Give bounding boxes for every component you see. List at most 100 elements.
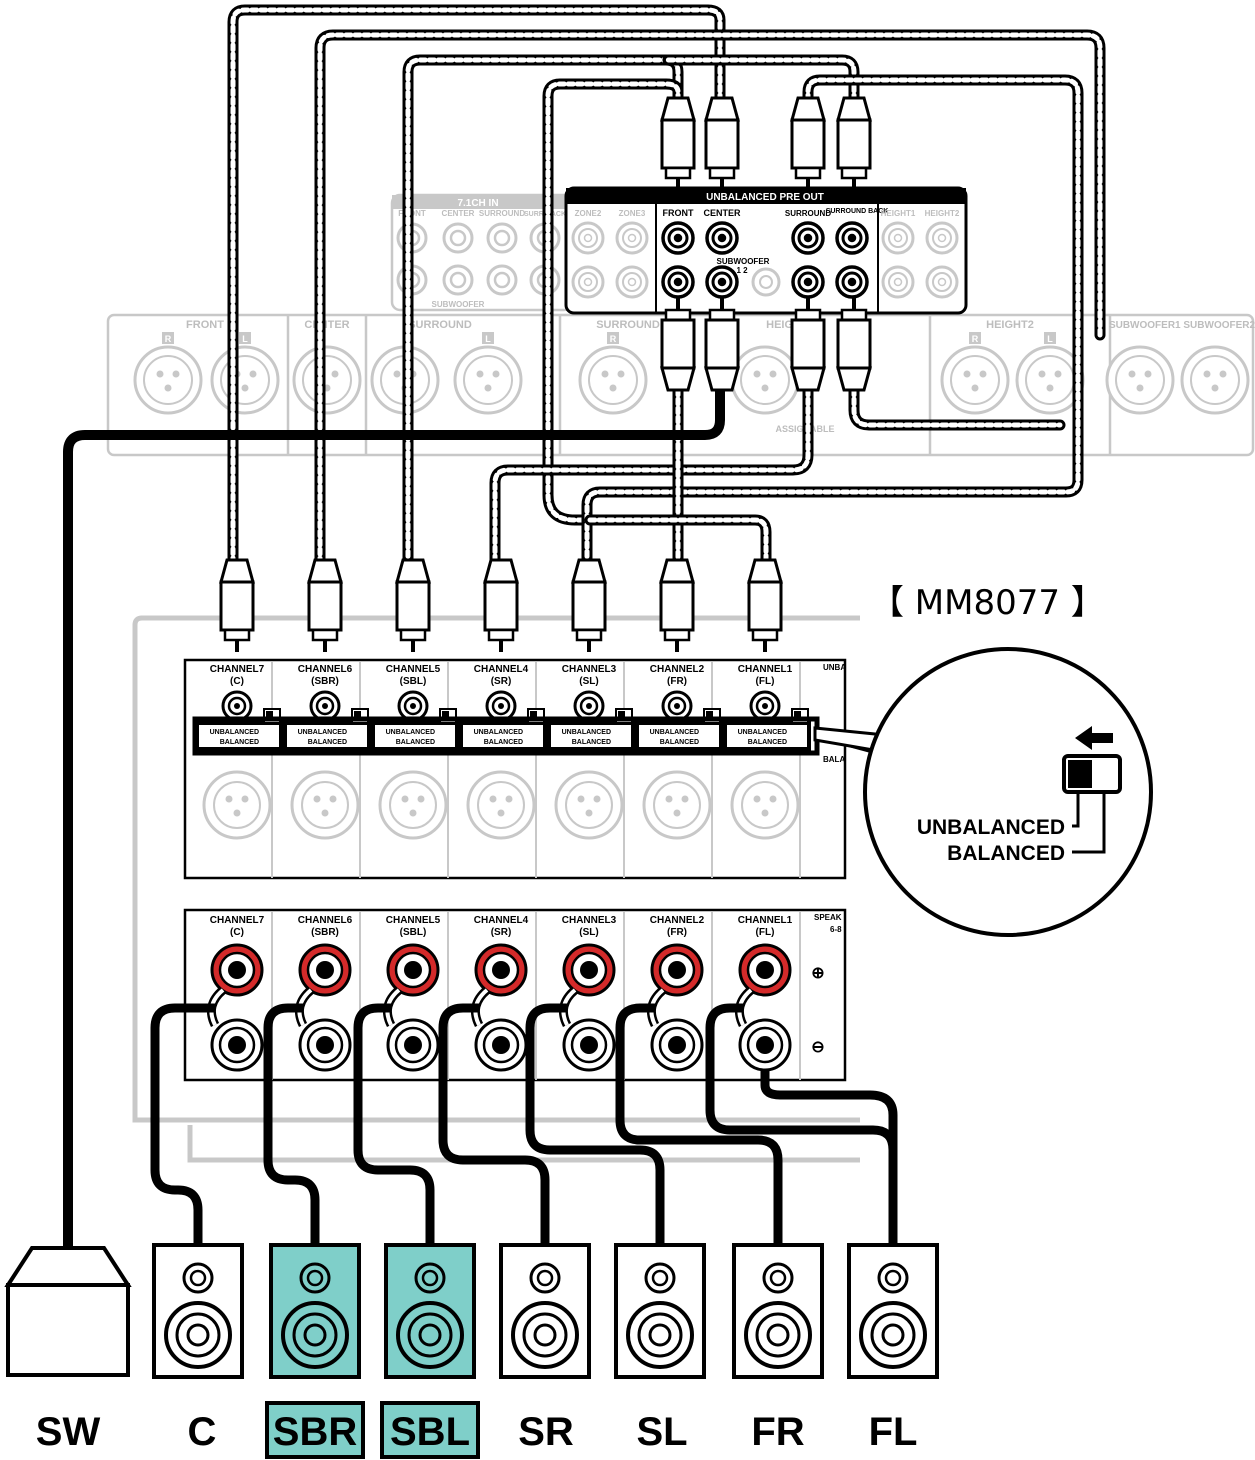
xlr-jack: [292, 345, 362, 415]
preout-header: UNBALANCED PRE OUT: [706, 192, 824, 203]
switch-balanced-label: BALANCED: [396, 739, 435, 746]
switch-unbalanced-label: UNBALANCED: [562, 729, 611, 736]
speaker-wire: [760, 1070, 898, 1245]
switch-balanced-label: BALANCED: [220, 739, 259, 746]
xlr-jack: [210, 345, 280, 415]
xlr-label: CENTER: [304, 319, 349, 331]
rca-jack: [661, 221, 695, 255]
positive-terminal: [298, 943, 352, 997]
terminal-channel-name: CHANNEL2: [650, 915, 705, 926]
negative-terminal: [210, 1018, 264, 1072]
speaker-wire: [525, 1003, 665, 1245]
speakers: [152, 1243, 939, 1379]
xlr-input-jack: [290, 770, 360, 840]
rca-plug: [219, 558, 255, 652]
speaker-terminal-pair: CHANNEL1(FL): [734, 915, 793, 1072]
faint-71ch-in-label: 7.1CH IN: [457, 198, 498, 209]
rca-jack: [705, 221, 739, 255]
speaker-label-group: SBR: [265, 1401, 365, 1459]
speaker-terminal-pair: CHANNEL4(SR): [470, 915, 529, 1072]
speaker-label: SBR: [273, 1410, 358, 1454]
xlr-label: SURROUND: [596, 319, 660, 331]
channel-name: CHANNEL4: [474, 664, 529, 675]
negative-terminal: [562, 1018, 616, 1072]
switch-balanced-label: BALANCED: [308, 739, 347, 746]
in71-sub-label: SUBWOOFER: [432, 300, 485, 309]
subwoofer: [4, 1246, 132, 1377]
amp-edge-mid: BALA: [823, 755, 845, 764]
speaker-box: [614, 1243, 706, 1379]
amp-speaker-terminals: CHANNEL7(C)CHANNEL6(SBR)CHANNEL5(SBL)CHA…: [206, 915, 793, 1072]
rl-marker: L: [482, 332, 494, 344]
rca-cable: [314, 29, 1106, 566]
preout-label: HEIGHT2: [925, 209, 960, 218]
speaker-label: SL: [636, 1410, 687, 1454]
channel-name: CHANNEL6: [298, 664, 353, 675]
switch-balanced-label: BALANCED: [484, 739, 523, 746]
xlr-label: SURROUND: [408, 319, 472, 331]
rca-plug: [790, 298, 826, 392]
channel-sub: (SBL): [400, 676, 427, 687]
xlr-input-jack: [202, 770, 272, 840]
speaker-edge-2: 6-8: [830, 925, 842, 934]
rca-jack: [835, 221, 869, 255]
terminal-channel-name: CHANNEL5: [386, 915, 441, 926]
balance-switch[interactable]: UNBALANCED BALANCED: [547, 708, 635, 751]
plus-symbol: ⊕: [811, 965, 824, 982]
negative-terminal: [738, 1018, 792, 1072]
rca-jack: [791, 221, 825, 255]
rl-marker: L: [1044, 332, 1056, 344]
channel-name: CHANNEL3: [562, 664, 617, 675]
terminal-channel-sub: (SR): [491, 927, 512, 938]
switch-balanced-label: BALANCED: [572, 739, 611, 746]
speaker-label-group: SW: [36, 1410, 101, 1454]
speaker-terminal-pair: CHANNEL6(SBR): [294, 915, 353, 1072]
rl-marker-label: R: [610, 334, 617, 344]
terminal-channel-sub: (SL): [579, 927, 598, 938]
speaker-box: [732, 1243, 824, 1379]
channel-sub: (SR): [491, 676, 512, 687]
balance-switch[interactable]: UNBALANCED BALANCED: [371, 708, 459, 751]
rca-cable: [581, 74, 1084, 566]
xlr-jack: [730, 345, 800, 415]
speaker-label: FR: [751, 1410, 804, 1454]
rca-cable: [227, 4, 726, 566]
rca-jack: [791, 265, 825, 299]
xlr-input-jack: [466, 770, 536, 840]
faint-rca-jack: [486, 264, 518, 296]
speaker-terminal-pair: CHANNEL5(SBL): [382, 915, 441, 1072]
switch-unbalanced-label: UNBALANCED: [386, 729, 435, 736]
terminal-channel-name: CHANNEL3: [562, 915, 617, 926]
receiver-rca-plugs: [660, 96, 872, 392]
switch-unbalanced-label: UNBALANCED: [210, 729, 259, 736]
balance-switch[interactable]: UNBALANCED BALANCED: [459, 708, 547, 751]
positive-terminal: [210, 943, 264, 997]
faint-71ch-in-jacks: [396, 222, 561, 296]
speaker-label-group: FR: [751, 1410, 804, 1454]
xlr-jack: [1105, 345, 1175, 415]
preout-label: FRONT: [663, 208, 694, 218]
xlr-input-jack: [554, 770, 624, 840]
terminal-channel-sub: (SBL): [400, 927, 427, 938]
positive-terminal: [474, 943, 528, 997]
rl-marker: R: [607, 332, 619, 344]
cables: [63, 4, 1106, 1255]
preout-jacks: [571, 221, 959, 299]
terminal-channel-sub: (FR): [667, 927, 687, 938]
xlr-label: FRONT: [186, 319, 224, 331]
rca-input-jack: [749, 690, 781, 722]
speaker-wires: [150, 1003, 898, 1245]
faint-rca-jack: [442, 222, 474, 254]
switch-unbalanced-label: UNBALANCED: [474, 729, 523, 736]
speaker-label-group: SBL: [380, 1401, 480, 1459]
switch-unbalanced-label: UNBALANCED: [650, 729, 699, 736]
speaker-label: SBL: [390, 1410, 470, 1454]
terminal-channel-sub: (FL): [756, 927, 775, 938]
channel-name: CHANNEL1: [738, 664, 793, 675]
speaker-box: [384, 1243, 476, 1379]
amp-input-panel: [183, 658, 847, 880]
rca-plug: [571, 558, 607, 652]
xlr-label: HEIGHT2: [986, 319, 1034, 331]
